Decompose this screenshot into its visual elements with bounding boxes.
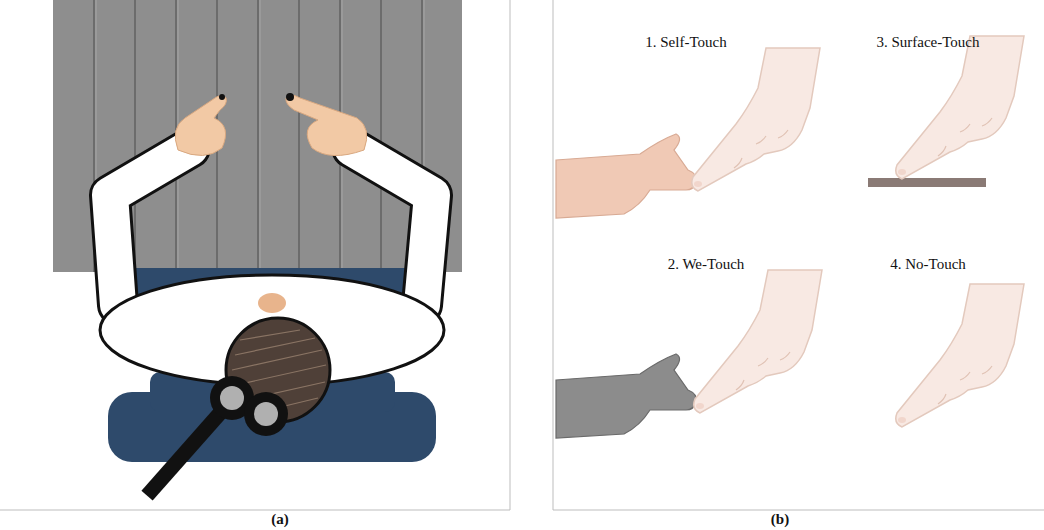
head: [152, 293, 330, 490]
condition-label: 3. Surface-Touch: [876, 33, 979, 51]
condition-label: 4. No-Touch: [890, 255, 966, 273]
self-touch-figure: [556, 48, 820, 218]
panel-label: (a): [271, 510, 289, 528]
no-touch-figure: [896, 284, 1024, 427]
condition-label: 1. Self-Touch: [645, 33, 726, 51]
condition-label: 2. We-Touch: [668, 255, 745, 273]
hands: [175, 93, 367, 156]
panel-label: (b): [771, 510, 789, 528]
panel-frame: [0, 0, 1044, 510]
surface-touch-figure: [868, 36, 1024, 187]
we-touch-figure: [556, 270, 822, 438]
